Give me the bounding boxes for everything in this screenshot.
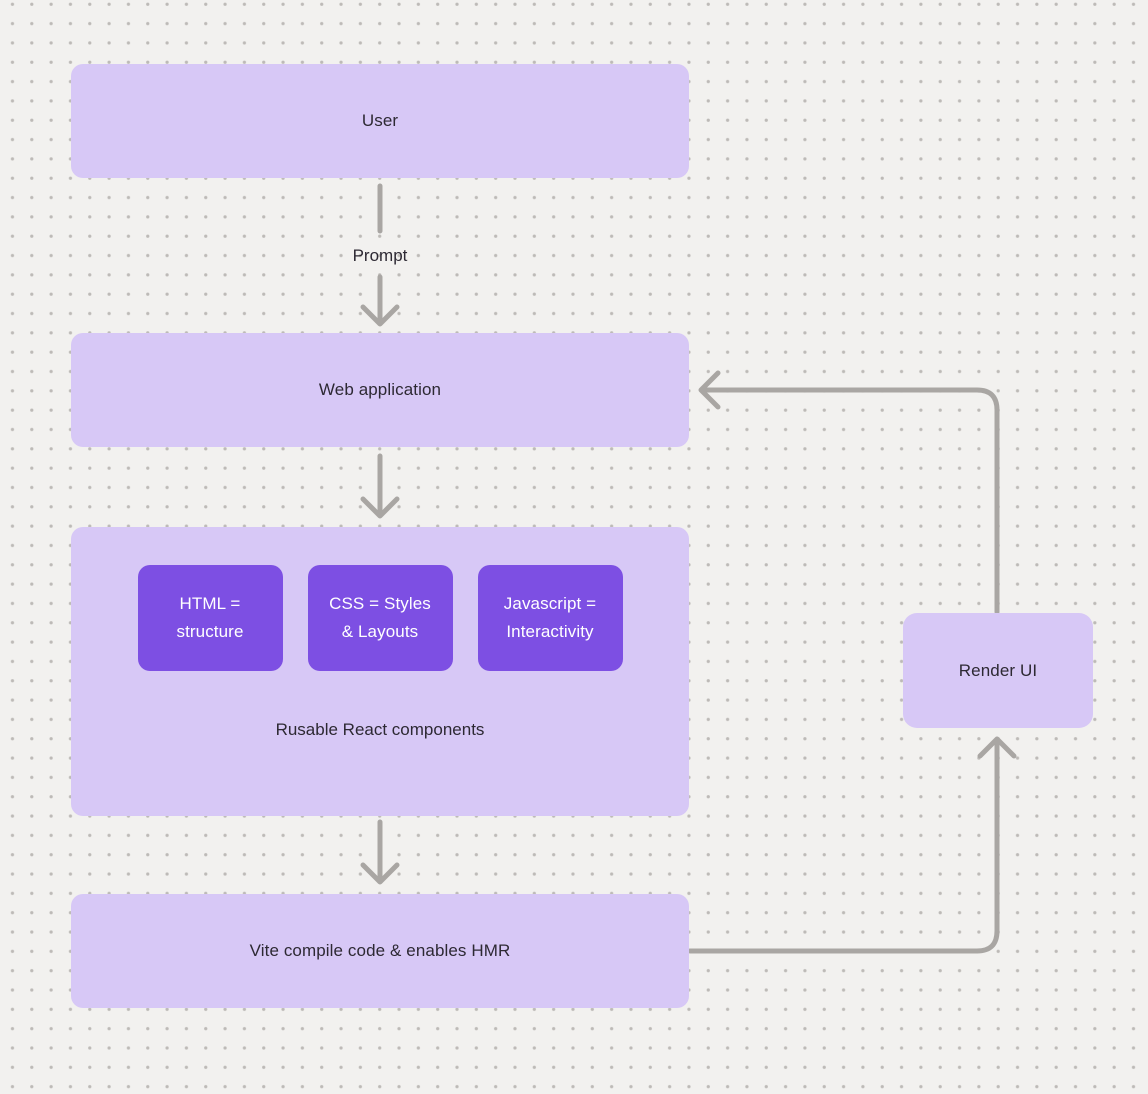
node-render-ui: Render UI — [903, 613, 1093, 728]
chip-javascript: Javascript = Interactivity — [477, 565, 623, 671]
node-web-application: Web application — [71, 333, 689, 447]
components-caption: Rusable React components — [275, 720, 485, 739]
node-components-group: HTML = structure CSS = Styles & Layouts … — [71, 527, 689, 816]
node-vite-label: Vite compile code & enables HMR — [249, 941, 511, 960]
node-user-label: User — [361, 111, 399, 130]
edge-label-prompt: Prompt — [352, 246, 408, 265]
edge-prompt-to-webapp-arrow — [360, 274, 400, 327]
chip-html-label: HTML = structure — [176, 594, 244, 641]
edge-components-to-vite-arrow — [360, 819, 400, 885]
node-web-application-label: Web application — [318, 380, 442, 399]
node-user: User — [71, 64, 689, 178]
edge-webapp-to-components-arrow — [360, 453, 400, 519]
edge-vite-to-renderui-arrow — [687, 736, 1017, 954]
node-vite: Vite compile code & enables HMR — [71, 894, 689, 1008]
node-render-ui-label: Render UI — [958, 660, 1038, 680]
chip-javascript-label: Javascript = Interactivity — [503, 594, 597, 641]
chip-css-label: CSS = Styles & Layouts — [329, 594, 431, 641]
chip-html: HTML = structure — [137, 565, 283, 671]
component-chip-row: HTML = structure CSS = Styles & Layouts … — [71, 565, 689, 671]
chip-css: CSS = Styles & Layouts — [307, 565, 453, 671]
edge-renderui-to-webapp-arrow — [698, 370, 1000, 615]
